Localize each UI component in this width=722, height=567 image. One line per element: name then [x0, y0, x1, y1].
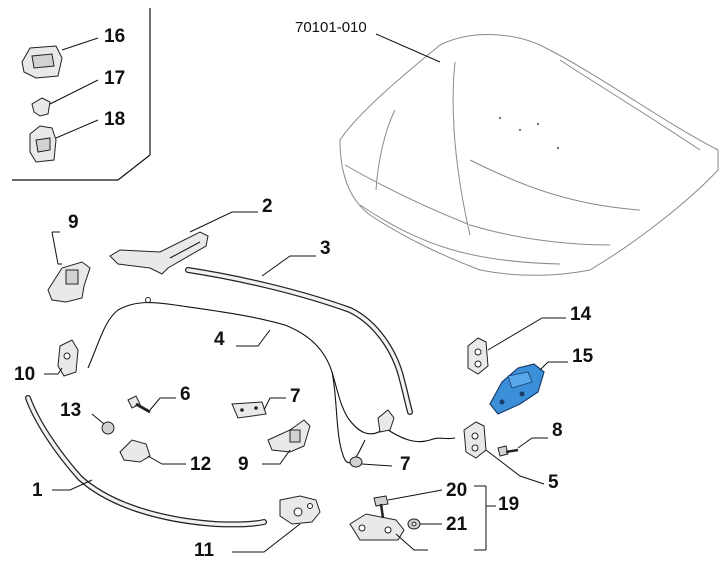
- part-16-clip[interactable]: 16: [21, 26, 125, 79]
- part-12-bracket[interactable]: 12: [119, 439, 211, 475]
- part-14-hinge-plate[interactable]: 14: [467, 304, 592, 375]
- label-17: 17: [104, 68, 125, 89]
- label-7-upper: 7: [290, 386, 301, 407]
- part-8-bolt[interactable]: 8: [497, 420, 563, 457]
- label-20: 20: [446, 480, 467, 501]
- label-16: 16: [104, 26, 125, 47]
- label-21: 21: [446, 514, 468, 535]
- label-3: 3: [320, 238, 331, 259]
- part-15-hinge[interactable]: 15: [489, 346, 594, 415]
- label-19: 19: [498, 494, 519, 515]
- part-19-striker-assembly[interactable]: 19: [349, 485, 519, 551]
- hood-panel[interactable]: 70101-010: [295, 19, 719, 276]
- part-17-clip[interactable]: 17: [31, 68, 125, 117]
- label-8: 8: [552, 420, 563, 441]
- part-7-plate[interactable]: 7: [231, 386, 301, 419]
- hood-part-code: 70101-010: [295, 19, 367, 36]
- label-1: 1: [32, 480, 43, 501]
- label-10: 10: [14, 364, 35, 385]
- part-7-grommet[interactable]: 7: [349, 454, 411, 475]
- part-13-nut[interactable]: 13: [60, 400, 115, 435]
- label-4: 4: [214, 329, 225, 350]
- label-12: 12: [190, 454, 211, 475]
- part-5-hinge-plate[interactable]: 5: [463, 421, 559, 493]
- label-15: 15: [572, 346, 594, 367]
- part-2-trim[interactable]: 2: [109, 196, 273, 275]
- label-6: 6: [180, 384, 191, 405]
- label-2: 2: [262, 196, 273, 217]
- label-18: 18: [104, 109, 125, 130]
- label-5: 5: [548, 472, 559, 493]
- part-3-seal[interactable]: 3: [185, 238, 413, 415]
- part-10-lock[interactable]: 10: [14, 339, 79, 385]
- part-18-bracket[interactable]: 18: [29, 109, 125, 163]
- part-6-bolt[interactable]: 6: [127, 384, 191, 414]
- part-1-front-seal[interactable]: 1: [25, 395, 267, 528]
- label-9-upper: 9: [68, 212, 79, 233]
- part-21-washer[interactable]: 21: [407, 514, 468, 535]
- label-11: 11: [194, 540, 215, 561]
- part-11-latch[interactable]: 11: [194, 495, 321, 561]
- part-9-bracket-lower[interactable]: 9: [238, 419, 311, 475]
- part-9-bracket-upper[interactable]: 9: [47, 212, 91, 303]
- label-13: 13: [60, 400, 81, 421]
- label-9-lower: 9: [238, 454, 249, 475]
- part-20-bolt[interactable]: 20: [373, 480, 467, 519]
- label-14: 14: [570, 304, 592, 325]
- label-7-lower: 7: [400, 454, 411, 475]
- inset-box: [12, 8, 151, 181]
- part-4-cable[interactable]: 4: [87, 297, 456, 464]
